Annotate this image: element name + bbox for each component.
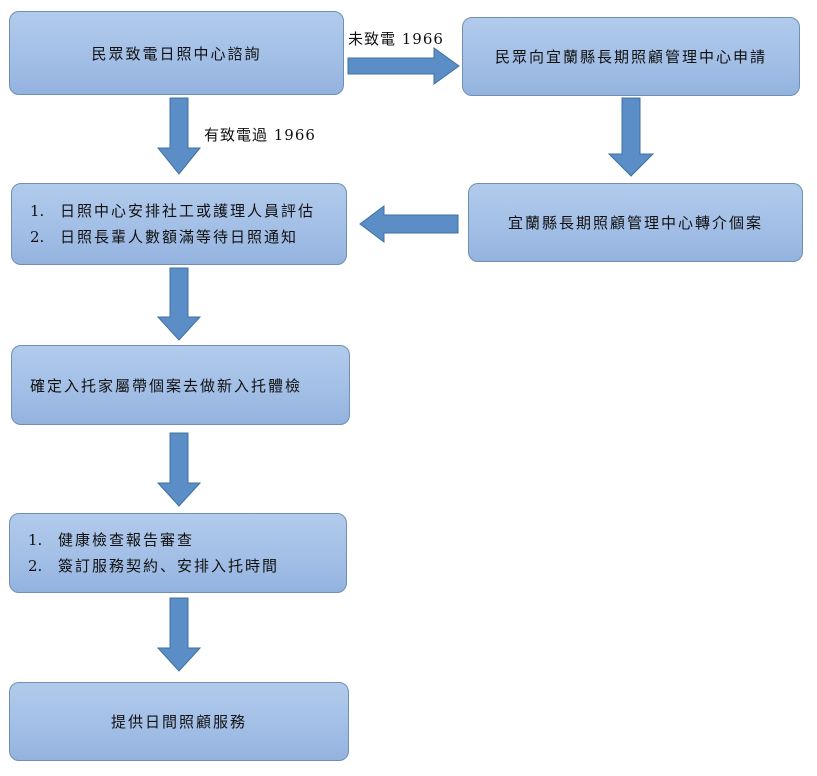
assessment-item-text: 日照長輩人數額滿等待日照通知 xyxy=(60,228,299,246)
assessment-list: 1. 日照中心安排社工或護理人員評估 2. 日照長輩人數額滿等待日照通知 xyxy=(30,198,315,250)
list-marker: 2. xyxy=(30,228,45,246)
arrow-apply-to-referral xyxy=(607,97,655,177)
review-contract-list: 1. 健康檢查報告審查 2. 簽訂服務契約、安排入托時間 xyxy=(28,527,279,579)
assessment-item: 1. 日照中心安排社工或護理人員評估 xyxy=(30,198,315,224)
arrow-referral-to-assessment xyxy=(359,205,459,243)
review-contract-item-text: 簽訂服務契約、安排入托時間 xyxy=(58,557,280,575)
node-health-check: 確定入托家屬帶個案去做新入托體檢 xyxy=(11,345,350,425)
node-review-contract: 1. 健康檢查報告審查 2. 簽訂服務契約、安排入托時間 xyxy=(9,513,347,593)
review-contract-item-text: 健康檢查報告審查 xyxy=(58,531,195,549)
node-assessment: 1. 日照中心安排社工或護理人員評估 2. 日照長輩人數額滿等待日照通知 xyxy=(11,183,347,265)
node-ltc-referral-text: 宜蘭縣長期照顧管理中心轉介個案 xyxy=(507,214,763,232)
node-apply-ltc: 民眾向宜蘭縣長期照顧管理中心申請 xyxy=(462,17,800,96)
node-apply-ltc-text: 民眾向宜蘭縣長期照顧管理中心申請 xyxy=(494,48,767,66)
node-service-text: 提供日間照顧服務 xyxy=(110,713,247,731)
edge-label-called-1966: 有致電過 1966 xyxy=(204,126,316,144)
node-service: 提供日間照顧服務 xyxy=(9,682,349,761)
review-contract-item: 2. 簽訂服務契約、安排入托時間 xyxy=(28,553,279,579)
list-marker: 1. xyxy=(30,202,45,220)
node-ltc-referral: 宜蘭縣長期照顧管理中心轉介個案 xyxy=(468,183,803,262)
arrow-assessment-to-healthcheck xyxy=(156,267,202,341)
list-marker: 2. xyxy=(28,557,43,575)
node-inquiry: 民眾致電日照中心諮詢 xyxy=(9,11,344,95)
review-contract-item: 1. 健康檢查報告審查 xyxy=(28,527,279,553)
assessment-item: 2. 日照長輩人數額滿等待日照通知 xyxy=(30,224,315,250)
arrow-healthcheck-to-review xyxy=(156,432,202,507)
arrow-inquiry-to-assessment xyxy=(156,97,202,175)
edge-label-not-called-1966: 未致電 1966 xyxy=(348,30,444,48)
assessment-item-text: 日照中心安排社工或護理人員評估 xyxy=(60,202,316,220)
arrow-inquiry-to-apply xyxy=(347,47,460,85)
node-health-check-text: 確定入托家屬帶個案去做新入托體檢 xyxy=(30,376,303,395)
node-inquiry-text: 民眾致電日照中心諮詢 xyxy=(91,44,262,63)
list-marker: 1. xyxy=(28,531,43,549)
arrow-review-to-service xyxy=(156,597,202,672)
